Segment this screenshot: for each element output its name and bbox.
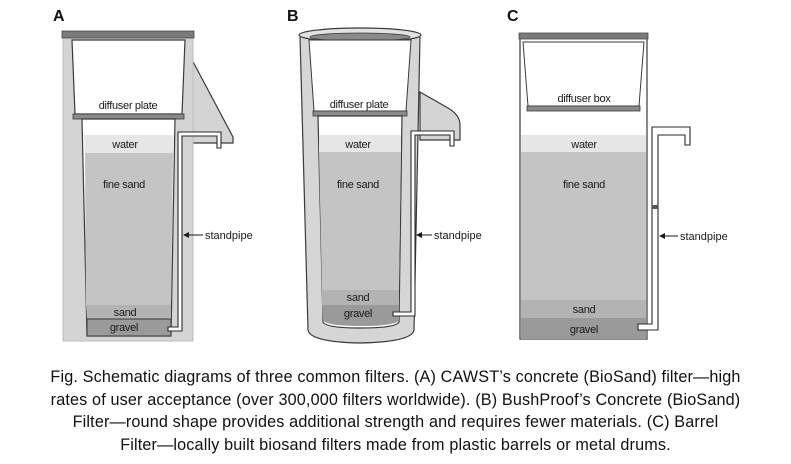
caption-line-3: Filter—round shape provides additional s…: [72, 413, 719, 431]
panel-a-gravel-layer: [86, 318, 172, 337]
panel-a-spout-housing: [189, 55, 234, 144]
panel-a-diffuser-plate: [72, 113, 185, 120]
panel-b-standpipe-label: standpipe: [434, 230, 482, 242]
panel-a-arrowhead-icon: [183, 232, 189, 238]
panel-c-fine-sand-layer: [521, 152, 646, 300]
panel-b: B diffuser plate water fine sand sand gr…: [287, 8, 482, 344]
panel-b-fine-sand-layer: [319, 152, 401, 290]
panel-a-water-label: water: [111, 139, 138, 151]
panel-b-gravel-layer: [322, 305, 399, 326]
panel-b-gravel-label: gravel: [344, 308, 372, 320]
panel-c-standpipe-joint: [652, 205, 658, 209]
panel-b-sand-layer: [322, 290, 399, 305]
panel-a-sand-layer: [86, 305, 171, 319]
panel-c-standpipe: [637, 126, 691, 331]
panel-c-letter: C: [507, 8, 519, 25]
panel-c-sand-label: sand: [573, 304, 596, 316]
panel-c-arrowhead-icon: [659, 233, 665, 239]
panel-c-water-layer: [521, 135, 646, 152]
panel-a-standpipe-label: standpipe: [205, 230, 253, 242]
panel-c-sand-layer: [521, 300, 646, 318]
panel-b-arrowhead-icon: [416, 232, 422, 238]
panel-a-lid: [61, 30, 195, 39]
panel-c-standpipe-label: standpipe: [680, 231, 728, 243]
caption-line-1: Fig. Schematic diagrams of three common …: [50, 368, 741, 386]
panel-a-diffuser-label: diffuser plate: [99, 100, 158, 112]
panel-b-sand-label: sand: [347, 292, 370, 304]
panel-c-diffuser-base: [526, 105, 641, 112]
panel-c-gravel-label: gravel: [570, 324, 598, 336]
panel-a: A diffuser plate water fine sand sand gr…: [53, 8, 253, 342]
filter-schematic-figure: A diffuser plate water fine sand sand gr…: [53, 8, 728, 344]
panel-c: C diffuser box water fine sand sand grav…: [507, 8, 728, 340]
panel-b-diffuser-label: diffuser plate: [330, 99, 389, 111]
panel-c-fine-sand-label: fine sand: [563, 179, 605, 191]
panel-a-fine-sand-layer: [85, 153, 173, 305]
panel-a-standpipe: [167, 131, 222, 332]
panel-c-water-label: water: [570, 139, 597, 151]
panel-a-water-layer: [84, 135, 174, 153]
panel-b-spout-housing: [419, 90, 461, 141]
panel-a-sand-label: sand: [114, 307, 137, 319]
panel-b-standpipe: [392, 130, 455, 317]
panel-a-fine-sand-label: fine sand: [103, 179, 145, 191]
caption-line-2: rates of user acceptance (over 300,000 f…: [50, 390, 741, 409]
panel-b-water-layer: [319, 135, 401, 152]
caption-line-4: Filter—locally built biosand filters mad…: [120, 435, 671, 454]
panel-b-letter: B: [287, 8, 299, 25]
panel-b-diffuser-plate: [312, 110, 408, 117]
panel-b-water-label: water: [344, 139, 371, 151]
panel-b-fine-sand-label: fine sand: [337, 179, 379, 191]
panel-c-gravel-layer: [521, 318, 646, 339]
panel-c-diffuser-label: diffuser box: [557, 93, 611, 105]
panel-a-letter: A: [53, 8, 65, 25]
panel-a-gravel-label: gravel: [110, 322, 138, 334]
figure-caption: Fig. Schematic diagrams of three common …: [0, 366, 791, 456]
panel-c-lid: [518, 32, 649, 40]
